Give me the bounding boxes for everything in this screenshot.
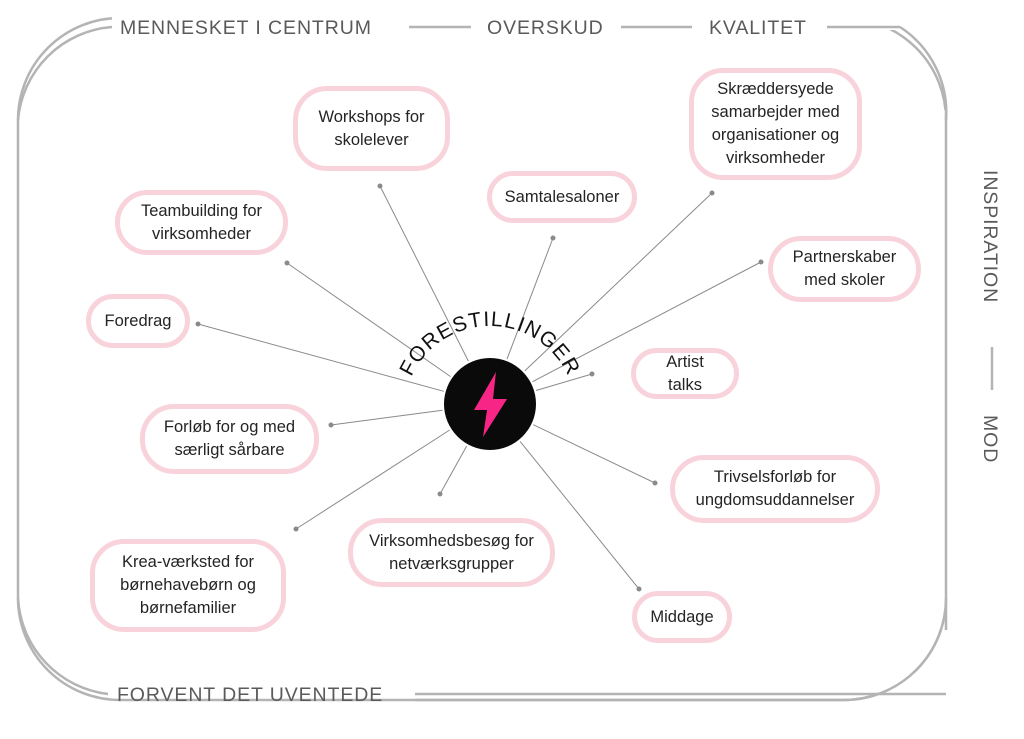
node-label: Virksomhedsbesøg for netværksgrupper xyxy=(369,531,534,573)
hub-arc-label: FORESTILLINGER xyxy=(395,308,584,380)
node-artist-talks[interactable]: Artist talks xyxy=(631,348,739,399)
node-label: Foredrag xyxy=(104,311,172,330)
node-label: Artist talks xyxy=(666,352,704,394)
node-label: Partnerskaber med skoler xyxy=(792,248,897,289)
frame-label-mennesket-i-centrum: MENNESKET I CENTRUM xyxy=(120,17,372,39)
node-krea-vaerksted[interactable]: Krea-værksted for børnehavebørn og børne… xyxy=(90,539,286,632)
node-label: Workshops for skolelever xyxy=(318,107,425,149)
node-foredrag[interactable]: Foredrag xyxy=(86,294,190,348)
node-forloeb-for-og-med-saerligt-saarbare[interactable]: Forløb for og med særligt sårbare xyxy=(140,404,319,474)
node-virksomhedsbesoeg[interactable]: Virksomhedsbesøg for netværksgrupper xyxy=(348,518,555,587)
node-samtalesaloner[interactable]: Samtalesaloner xyxy=(487,171,637,223)
node-label: Samtalesaloner xyxy=(504,187,620,206)
node-skraeddersyede-samarbejder[interactable]: Skræddersyede samarbejder med organisati… xyxy=(689,68,862,180)
node-label: Middage xyxy=(650,607,714,626)
frame-label-forvent-det-uventede: FORVENT DET UVENTEDE xyxy=(117,684,384,706)
node-workshops-for-skolelever[interactable]: Workshops for skolelever xyxy=(293,86,450,171)
node-label: Forløb for og med særligt sårbare xyxy=(163,418,296,459)
node-label: Teambuilding for virksomheder xyxy=(140,201,263,243)
frame-label-kvalitet: KVALITET xyxy=(709,17,807,39)
node-middage[interactable]: Middage xyxy=(632,591,732,643)
lightning-bolt-icon xyxy=(474,372,507,437)
node-label: Skræddersyede samarbejder med organisati… xyxy=(711,80,840,167)
node-teambuilding-for-virksomheder[interactable]: Teambuilding for virksomheder xyxy=(115,190,288,255)
frame-label-overskud: OVERSKUD xyxy=(487,17,604,39)
frame-label-mod: MOD xyxy=(979,415,1001,464)
node-trivselsforloeb[interactable]: Trivselsforløb for ungdomsuddannelser xyxy=(670,455,880,523)
svg-text:FORESTILLINGER: FORESTILLINGER xyxy=(395,308,584,380)
node-partnerskaber-med-skoler[interactable]: Partnerskaber med skoler xyxy=(768,236,921,302)
frame-label-inspiration: INSPIRATION xyxy=(979,170,1001,304)
node-label: Trivselsforløb for ungdomsuddannelser xyxy=(695,468,855,509)
node-label: Krea-værksted for børnehavebørn og børne… xyxy=(120,553,256,617)
